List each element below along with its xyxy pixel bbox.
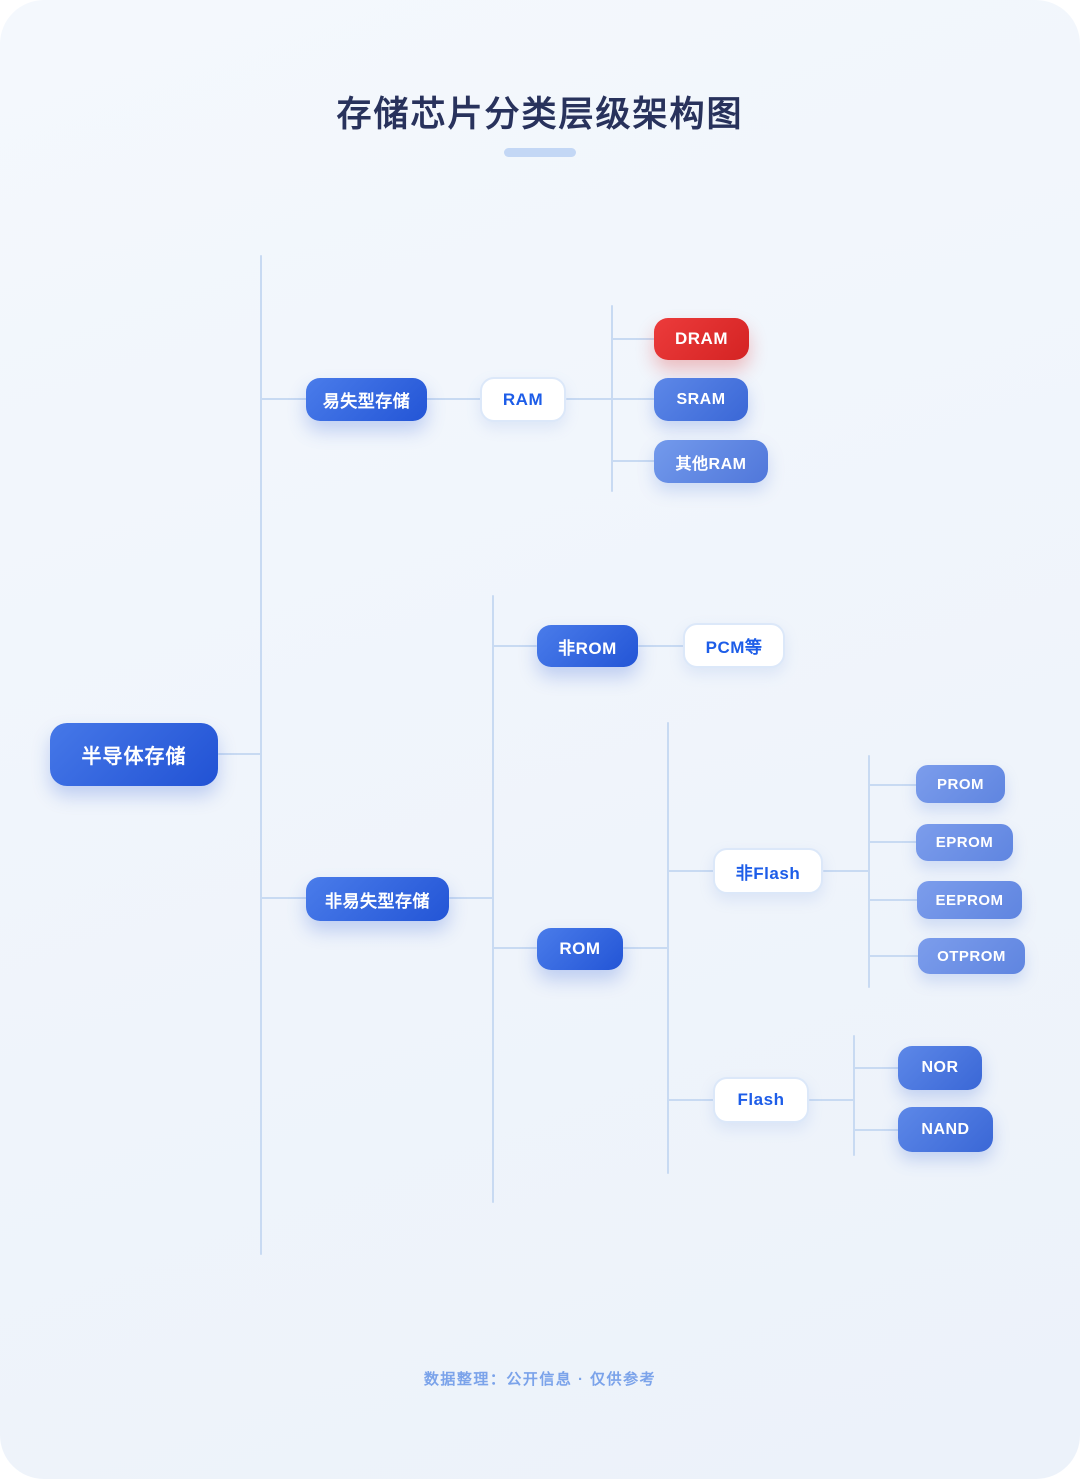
connector-trunk-to-volatile [260,398,307,400]
connector-trunk-to-nonvolatile [260,897,307,899]
connector-nonflash-to-trunk5 [823,870,869,872]
connector-to-rom [493,947,537,949]
node-volatile-storage: 易失型存储 [306,378,427,421]
connector-to-flash [668,1099,714,1101]
node-ram: RAM [480,377,566,422]
trunk-nonvolatile-children [492,595,494,1203]
connector-to-nand [854,1129,899,1131]
node-prom: PROM [916,765,1005,803]
page-title: 存储芯片分类层级架构图 [336,95,744,134]
connector-to-prom [869,784,917,786]
title-underline [504,148,576,157]
connector-to-sram [612,398,655,400]
connector-nonrom-to-pcm [638,645,684,647]
connector-root-to-trunk [218,753,262,755]
connector-to-otprom [869,955,919,957]
connector-to-eeprom [869,899,918,901]
node-eprom: EPROM [916,824,1013,861]
connector-nonvolatile-to-trunk3 [449,897,493,899]
node-dram: DRAM [654,318,749,360]
connector-to-other-ram [612,460,655,462]
trunk-level1 [260,255,262,1255]
connector-volatile-to-ram [426,398,481,400]
trunk-rom-children [667,722,669,1174]
connector-to-nonflash [668,870,714,872]
node-other-ram: 其他RAM [654,440,768,483]
connector-rom-to-trunk4 [623,947,668,949]
connector-flash-to-trunk6 [809,1099,854,1101]
connector-ram-to-trunk2 [566,398,612,400]
node-pcm-etc: PCM等 [683,623,785,668]
footer-note: 数据整理：公开信息 · 仅供参考 [423,1371,657,1388]
node-flash: Flash [713,1077,809,1123]
node-eeprom: EEPROM [917,881,1022,919]
node-rom: ROM [537,928,623,970]
trunk-flash-children [853,1035,855,1156]
node-semiconductor-storage: 半导体存储 [50,723,218,786]
connector-to-eprom [869,841,917,843]
connector-to-nonrom [493,645,537,647]
connector-to-nor [854,1067,899,1069]
node-nor: NOR [898,1046,982,1090]
node-sram: SRAM [654,378,748,421]
trunk-nonflash-children [868,755,870,988]
node-non-flash: 非Flash [713,848,823,894]
node-non-rom: 非ROM [537,625,638,667]
node-nand: NAND [898,1107,993,1152]
connector-to-dram [612,338,655,340]
node-nonvolatile-storage: 非易失型存储 [306,877,449,921]
node-otprom: OTPROM [918,938,1025,974]
